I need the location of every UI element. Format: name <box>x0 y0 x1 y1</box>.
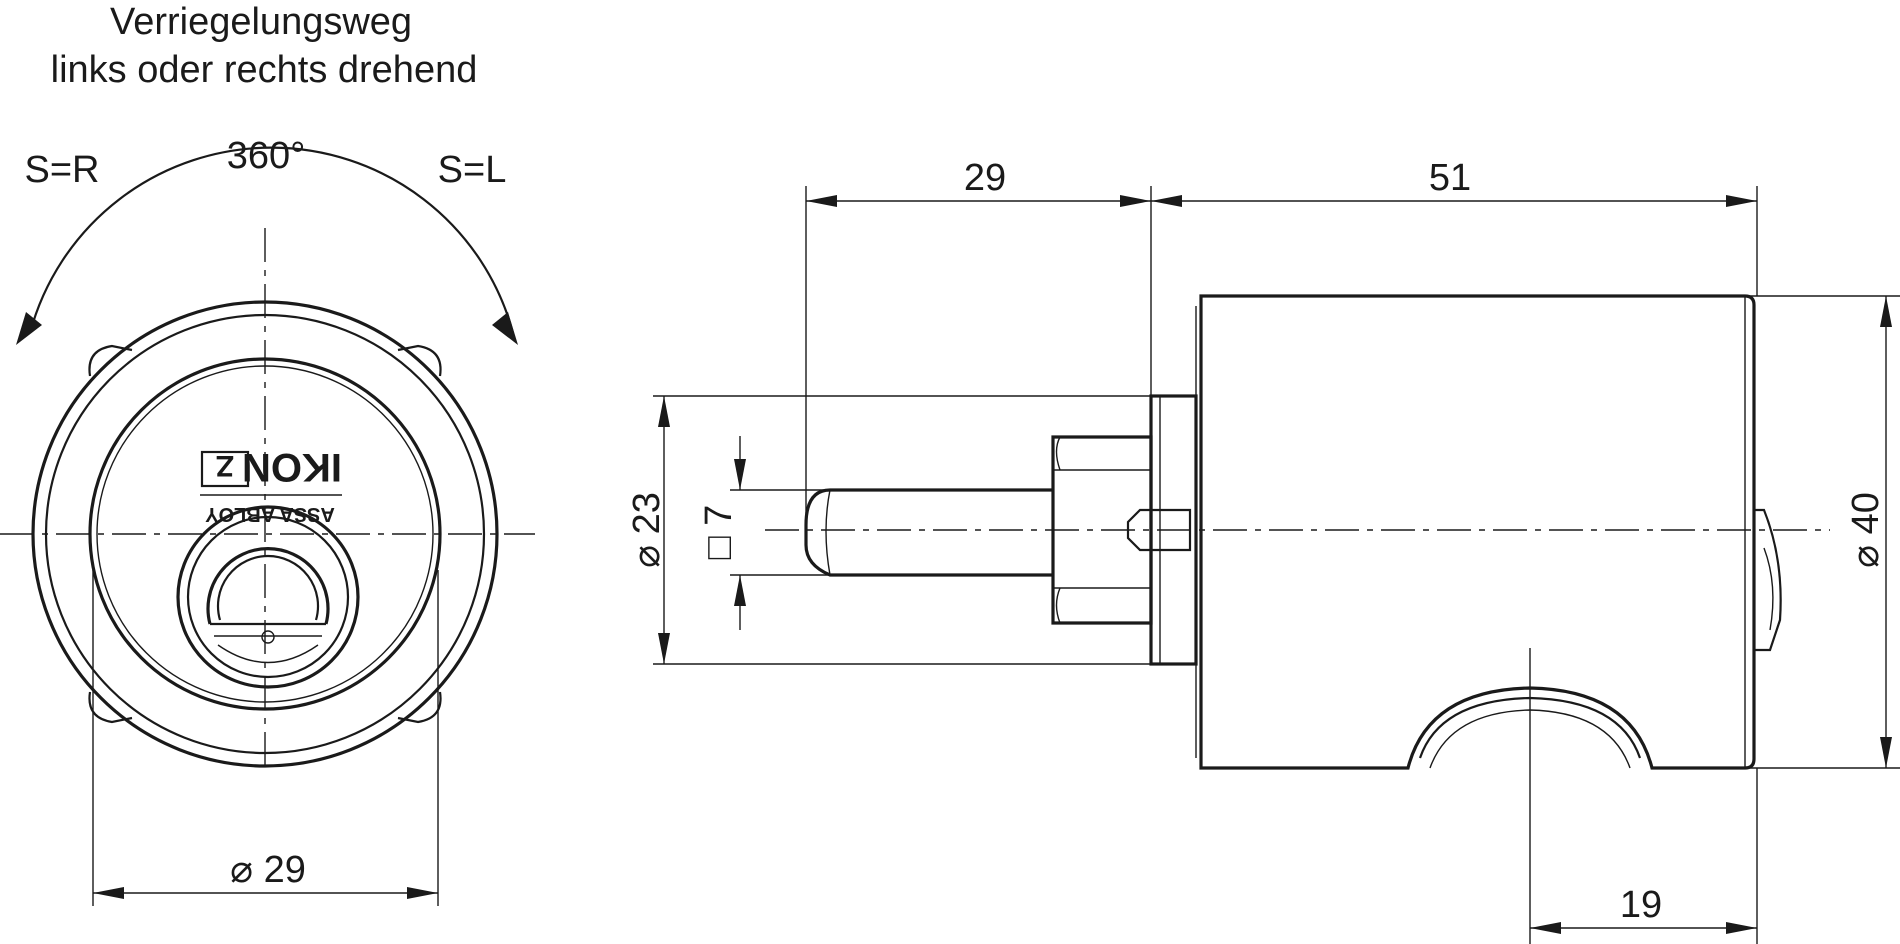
dim-arrow-icon <box>1880 296 1892 327</box>
ear-top-left <box>88 344 133 377</box>
arrow-left-head-icon <box>16 312 42 345</box>
dim-arrow-icon <box>1120 195 1151 207</box>
dim-arrow-icon <box>93 887 124 899</box>
dimension-29: 29 <box>964 157 1006 199</box>
rotation-arc <box>28 146 515 334</box>
front-diameter-dimension: ⌀ 29 <box>230 849 306 891</box>
cylinder-face-inner <box>96 365 434 703</box>
side-view: 29 51 ⌀ 23 □ 7 ⌀ 40 19 <box>626 157 1900 944</box>
dim-arrow-icon <box>658 633 670 664</box>
cylinder-body <box>1199 294 1756 770</box>
keyway-lower-curve <box>217 644 319 664</box>
dimension-19: 19 <box>1620 884 1662 926</box>
hex-nut <box>1051 435 1153 625</box>
shaft-end-bevel <box>825 489 831 576</box>
plug-inner-ring <box>186 515 350 679</box>
dim-arrow-icon <box>1880 737 1892 768</box>
drive-pin <box>1126 508 1192 552</box>
hex-edge-detail <box>1055 436 1061 471</box>
dim-arrow-icon <box>734 459 746 490</box>
ear-top-right <box>397 344 442 377</box>
logo-badge-frame <box>200 450 250 488</box>
dimension-diameter-40: ⌀ 40 <box>1845 492 1887 568</box>
dimension-diameter-23: ⌀ 23 <box>626 492 668 568</box>
locking-path-label-line1: Verriegelungsweg <box>110 1 412 43</box>
plug-outer-ring <box>176 505 360 689</box>
arrow-right-head-icon <box>492 312 518 345</box>
dim-arrow-icon <box>734 575 746 606</box>
direction-left-label: S=L <box>438 149 507 191</box>
direction-right-label: S=R <box>25 149 100 191</box>
front-cap-inner <box>1763 547 1774 631</box>
outer-flange-ring <box>31 300 499 768</box>
logo-badge-letter: Z <box>216 449 234 482</box>
keyway-inner-arc <box>216 554 320 621</box>
dim-arrow-icon <box>1726 195 1757 207</box>
dim-arrow-icon <box>658 396 670 427</box>
locking-path-label-line2: links oder rechts drehend <box>51 49 478 91</box>
logo-brand-text: IKON <box>242 445 342 489</box>
dimension-square-7: □ 7 <box>698 505 740 560</box>
keyway-outer-arc <box>206 547 330 625</box>
cylinder-face-ring <box>88 357 442 711</box>
rotation-angle-label: 360° <box>227 135 306 177</box>
keyway-pin <box>261 630 275 644</box>
ear-bottom-right <box>397 691 442 724</box>
ikon-logo: Z IKON ASSA ABLOY <box>200 445 342 525</box>
front-view: Z IKON ASSA ABLOY ⌀ 29 <box>0 146 535 906</box>
dim-arrow-icon <box>806 195 837 207</box>
dim-arrow-icon <box>1151 195 1182 207</box>
dim-arrow-icon <box>1726 922 1757 934</box>
dim-arrow-icon <box>407 887 438 899</box>
square-shaft <box>804 488 1053 577</box>
front-cap <box>1754 508 1782 652</box>
outer-flange-inner-edge <box>44 313 486 755</box>
dimension-51: 51 <box>1429 157 1471 199</box>
dim-arrow-icon <box>1530 922 1561 934</box>
logo-maker-text: ASSA ABLOY <box>205 503 335 525</box>
ear-bottom-left <box>88 691 133 724</box>
hex-edge-detail <box>1055 587 1061 624</box>
